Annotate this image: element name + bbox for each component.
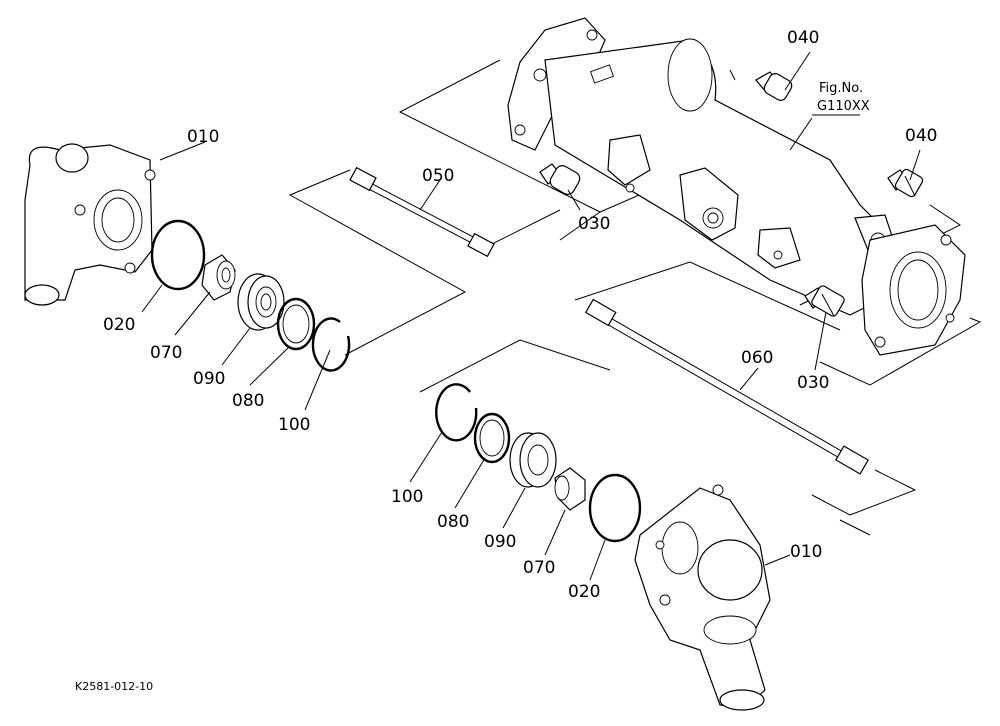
- callout-090-right: 090: [484, 532, 516, 552]
- axle-housing: [507, 17, 966, 356]
- leader-lines: [141, 51, 921, 581]
- callout-040-right: 040: [905, 126, 937, 146]
- callout-010-right: 010: [790, 542, 822, 562]
- callout-labels: 040 040 010 050 030 020 070 090 080 100 …: [103, 28, 937, 602]
- plug-040-top: [755, 71, 793, 101]
- shaft-050: [349, 166, 495, 258]
- o-ring-020-right: [588, 473, 642, 543]
- callout-070-left: 070: [150, 343, 182, 363]
- circlip-100-left: [311, 317, 351, 372]
- callout-080-right: 080: [437, 512, 469, 532]
- callout-060: 060: [741, 348, 773, 368]
- washer-080-left: [276, 297, 316, 351]
- washer-080-right: [473, 412, 511, 464]
- plug-040-right: [887, 168, 924, 198]
- callout-030-right: 030: [797, 373, 829, 393]
- callout-100-left: 100: [278, 415, 310, 435]
- bevel-gear-070-right: [554, 467, 586, 511]
- plug-030-left: [539, 163, 581, 195]
- o-ring-020-left: [150, 219, 206, 291]
- circlip-100-right: [435, 383, 478, 442]
- callout-030-left: 030: [578, 214, 610, 234]
- gear-case-010-left: [24, 143, 156, 306]
- plug-030-right: [804, 285, 845, 317]
- shaft-060: [584, 298, 869, 475]
- callout-070-right: 070: [523, 558, 555, 578]
- callout-020-left: 020: [103, 315, 135, 335]
- callout-100-right: 100: [391, 487, 423, 507]
- callout-020-right: 020: [568, 582, 600, 602]
- bearing-090-left: [237, 273, 285, 331]
- figure-ref-line1: Fig.No.: [819, 81, 863, 96]
- figure-reference: Fig.No. G110XX: [817, 81, 870, 114]
- bevel-gear-070-left: [201, 254, 236, 301]
- callout-050: 050: [422, 166, 454, 186]
- drawing-code: K2581-012-10: [75, 680, 153, 693]
- gear-case-010-right: [634, 484, 771, 711]
- assembly-guide-lines: [288, 59, 982, 536]
- callout-080-left: 080: [232, 391, 264, 411]
- callout-090-left: 090: [193, 369, 225, 389]
- figure-ref-line2: G110XX: [817, 99, 870, 114]
- bearing-090-right: [509, 432, 557, 488]
- callout-040-top: 040: [787, 28, 819, 48]
- callout-010-left: 010: [187, 127, 219, 147]
